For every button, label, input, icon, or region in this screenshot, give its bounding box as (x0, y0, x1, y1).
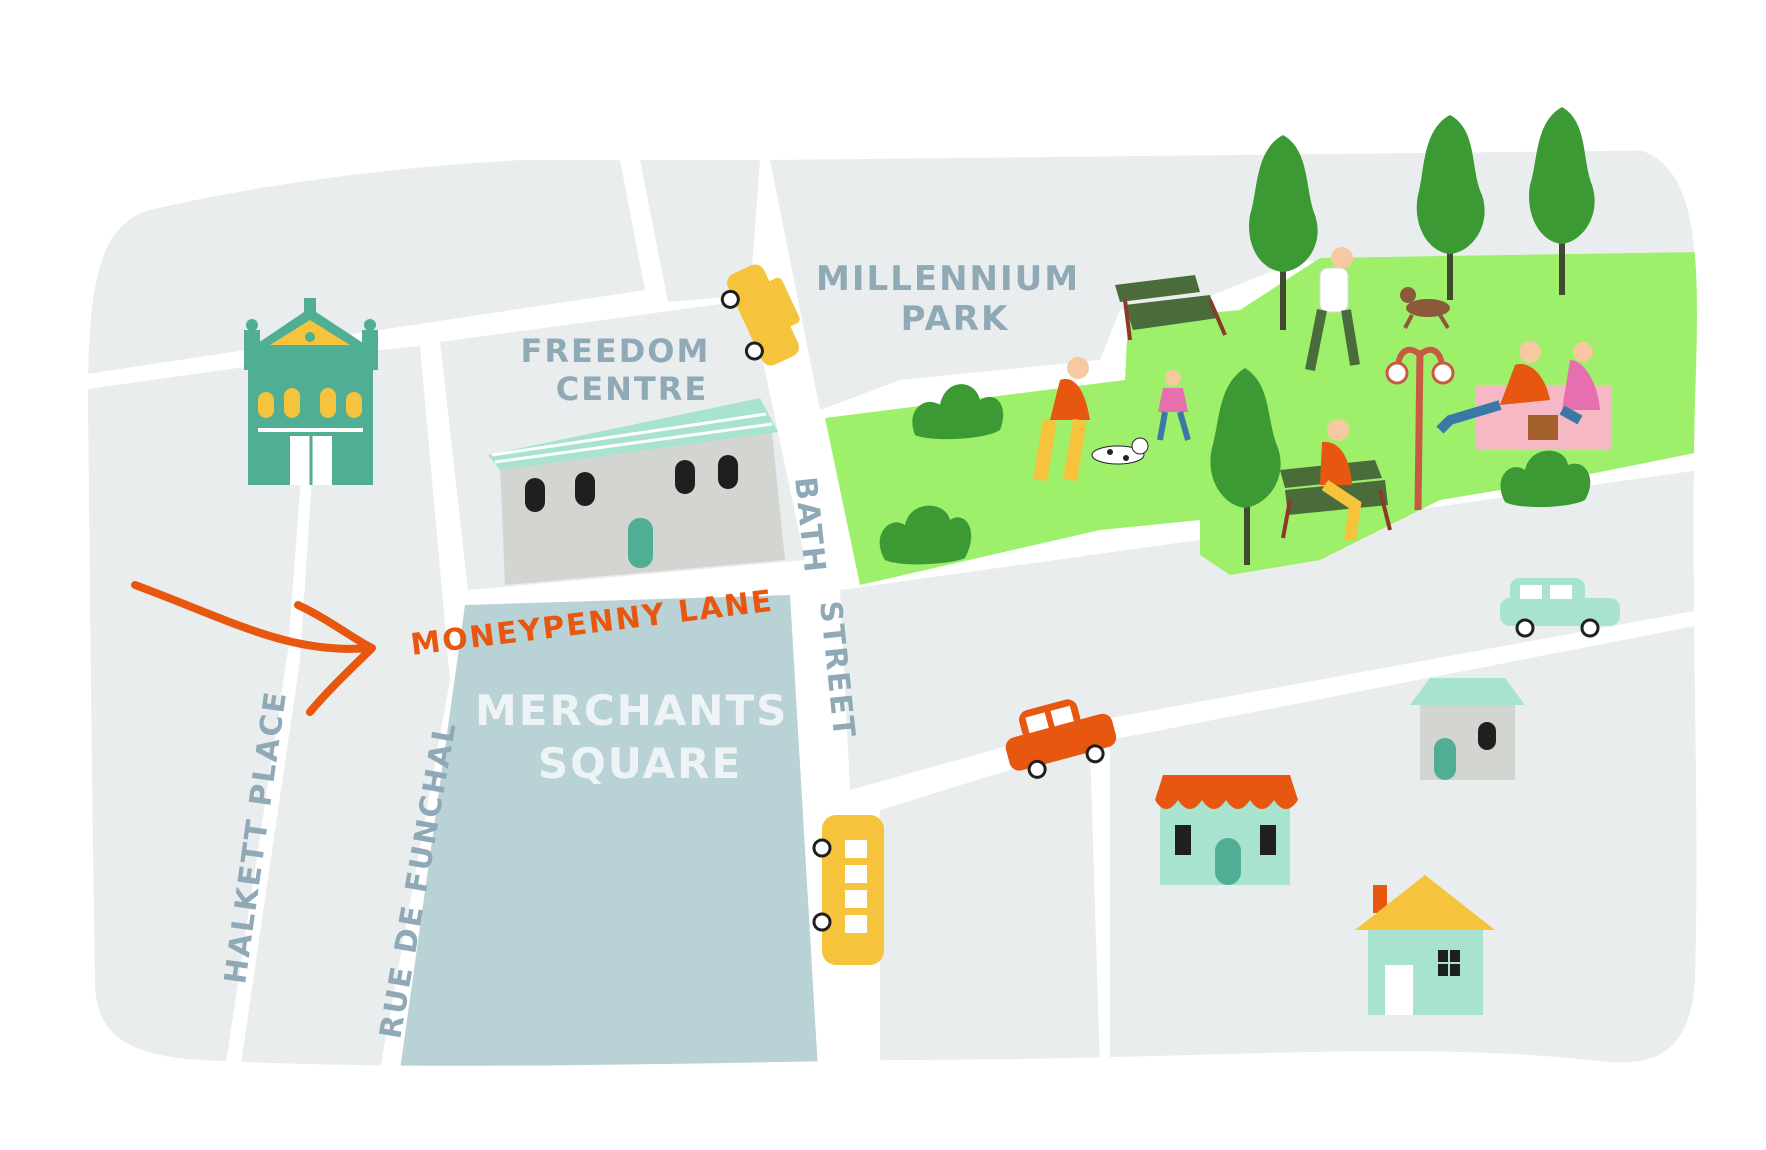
cottage-icon (1410, 678, 1525, 780)
person-icon (1305, 247, 1360, 371)
bush-icon (912, 384, 1004, 440)
picnic-people-icon (1436, 341, 1612, 450)
bush-icon (1500, 450, 1591, 508)
red-car-icon (1005, 699, 1117, 779)
freedom-centre-label: FREEDOM CENTRE (521, 332, 724, 408)
bench-icon (1115, 275, 1227, 341)
cafe-house-icon (1155, 775, 1298, 885)
child-icon (1157, 370, 1191, 441)
tree-icon (1529, 107, 1595, 295)
church-icon (244, 298, 378, 485)
person-icon (1320, 419, 1362, 541)
mint-car-icon (1500, 578, 1620, 638)
tree-icon (1210, 368, 1281, 565)
bus-icon (812, 815, 884, 965)
taxi-icon (720, 264, 800, 366)
dog-icon (1091, 437, 1149, 465)
millennium-park-label: MILLENNIUM PARK (816, 259, 1094, 339)
street-lamp-icon (1385, 346, 1455, 511)
merchants-square-area (400, 595, 818, 1066)
dog-icon (1400, 287, 1450, 330)
tree-icon (1416, 115, 1485, 300)
bush-icon (879, 505, 972, 565)
merchants-square-label: MERCHANTS SQUARE (475, 686, 805, 788)
tree-icon (1249, 135, 1318, 330)
person-icon (1033, 357, 1090, 482)
arrow-icon (131, 581, 376, 716)
yellow-roof-house-icon (1355, 875, 1495, 1015)
freedom-centre-building-icon (488, 398, 785, 585)
